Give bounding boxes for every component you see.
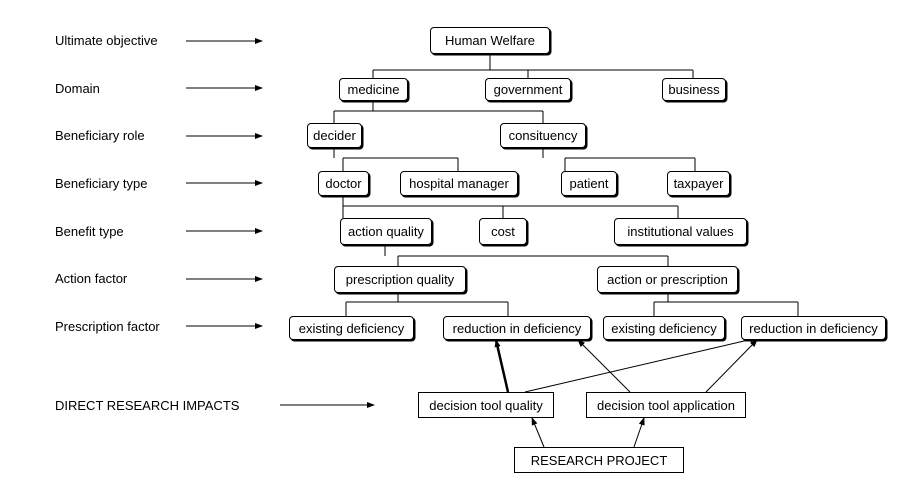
impact-arrow-application-to-reduction1	[577, 339, 631, 393]
level-label-ultimate-objective: Ultimate objective	[55, 33, 158, 48]
node-cost: cost	[479, 218, 527, 245]
node-decision-tool-quality: decision tool quality	[418, 392, 554, 418]
node-reduction-in-deficiency-1: reduction in deficiency	[443, 316, 591, 340]
tree-link-prescription-quality	[345, 293, 509, 316]
node-research-project: RESEARCH PROJECT	[514, 447, 684, 473]
level-label-domain: Domain	[55, 81, 100, 96]
node-decision-tool-application: decision tool application	[586, 392, 746, 418]
node-business: business	[662, 78, 726, 101]
impact-arrow-project-to-quality	[531, 417, 545, 448]
node-existing-deficiency-2: existing deficiency	[603, 316, 725, 340]
level-label-beneficiary-type: Beneficiary type	[55, 176, 148, 191]
impact-arrow-project-to-application	[633, 417, 645, 448]
impact-arrow-quality-to-reduction2	[524, 336, 758, 393]
tree-link-welfare	[372, 55, 694, 78]
tree-link-medicine	[333, 101, 544, 123]
level-label-action-factor: Action factor	[55, 271, 128, 286]
level-label-beneficiary-role: Beneficiary role	[55, 128, 145, 143]
node-reduction-in-deficiency-2: reduction in deficiency	[741, 316, 886, 340]
node-taxpayer: taxpayer	[667, 171, 730, 196]
node-decider: decider	[307, 123, 362, 148]
tree-link-action-quality	[384, 245, 669, 266]
node-prescription-quality: prescription quality	[334, 266, 466, 293]
node-institutional-values: institutional values	[614, 218, 747, 245]
node-human-welfare: Human Welfare	[430, 27, 550, 54]
tree-link-consituency	[542, 148, 696, 171]
node-existing-deficiency-1: existing deficiency	[289, 316, 414, 340]
level-label-benefit-type: Benefit type	[55, 224, 124, 239]
node-action-or-prescription: action or prescription	[597, 266, 738, 293]
node-patient: patient	[561, 171, 617, 196]
node-doctor: doctor	[318, 171, 369, 196]
tree-link-decider	[333, 148, 459, 171]
impact-arrow-quality-to-reduction1	[494, 339, 510, 393]
node-hospital-manager: hospital manager	[400, 171, 518, 196]
level-label-direct-research-impacts: DIRECT RESEARCH IMPACTS	[55, 398, 240, 413]
node-government: government	[485, 78, 571, 101]
tree-link-action-or-prescription	[653, 293, 799, 316]
level-label-prescription-factor: Prescription factor	[55, 319, 160, 334]
node-medicine: medicine	[339, 78, 408, 101]
tree-link-doctor	[342, 196, 679, 218]
impact-arrow-application-to-reduction2	[705, 339, 758, 393]
node-consituency: consituency	[500, 123, 586, 148]
node-action-quality: action quality	[340, 218, 432, 245]
